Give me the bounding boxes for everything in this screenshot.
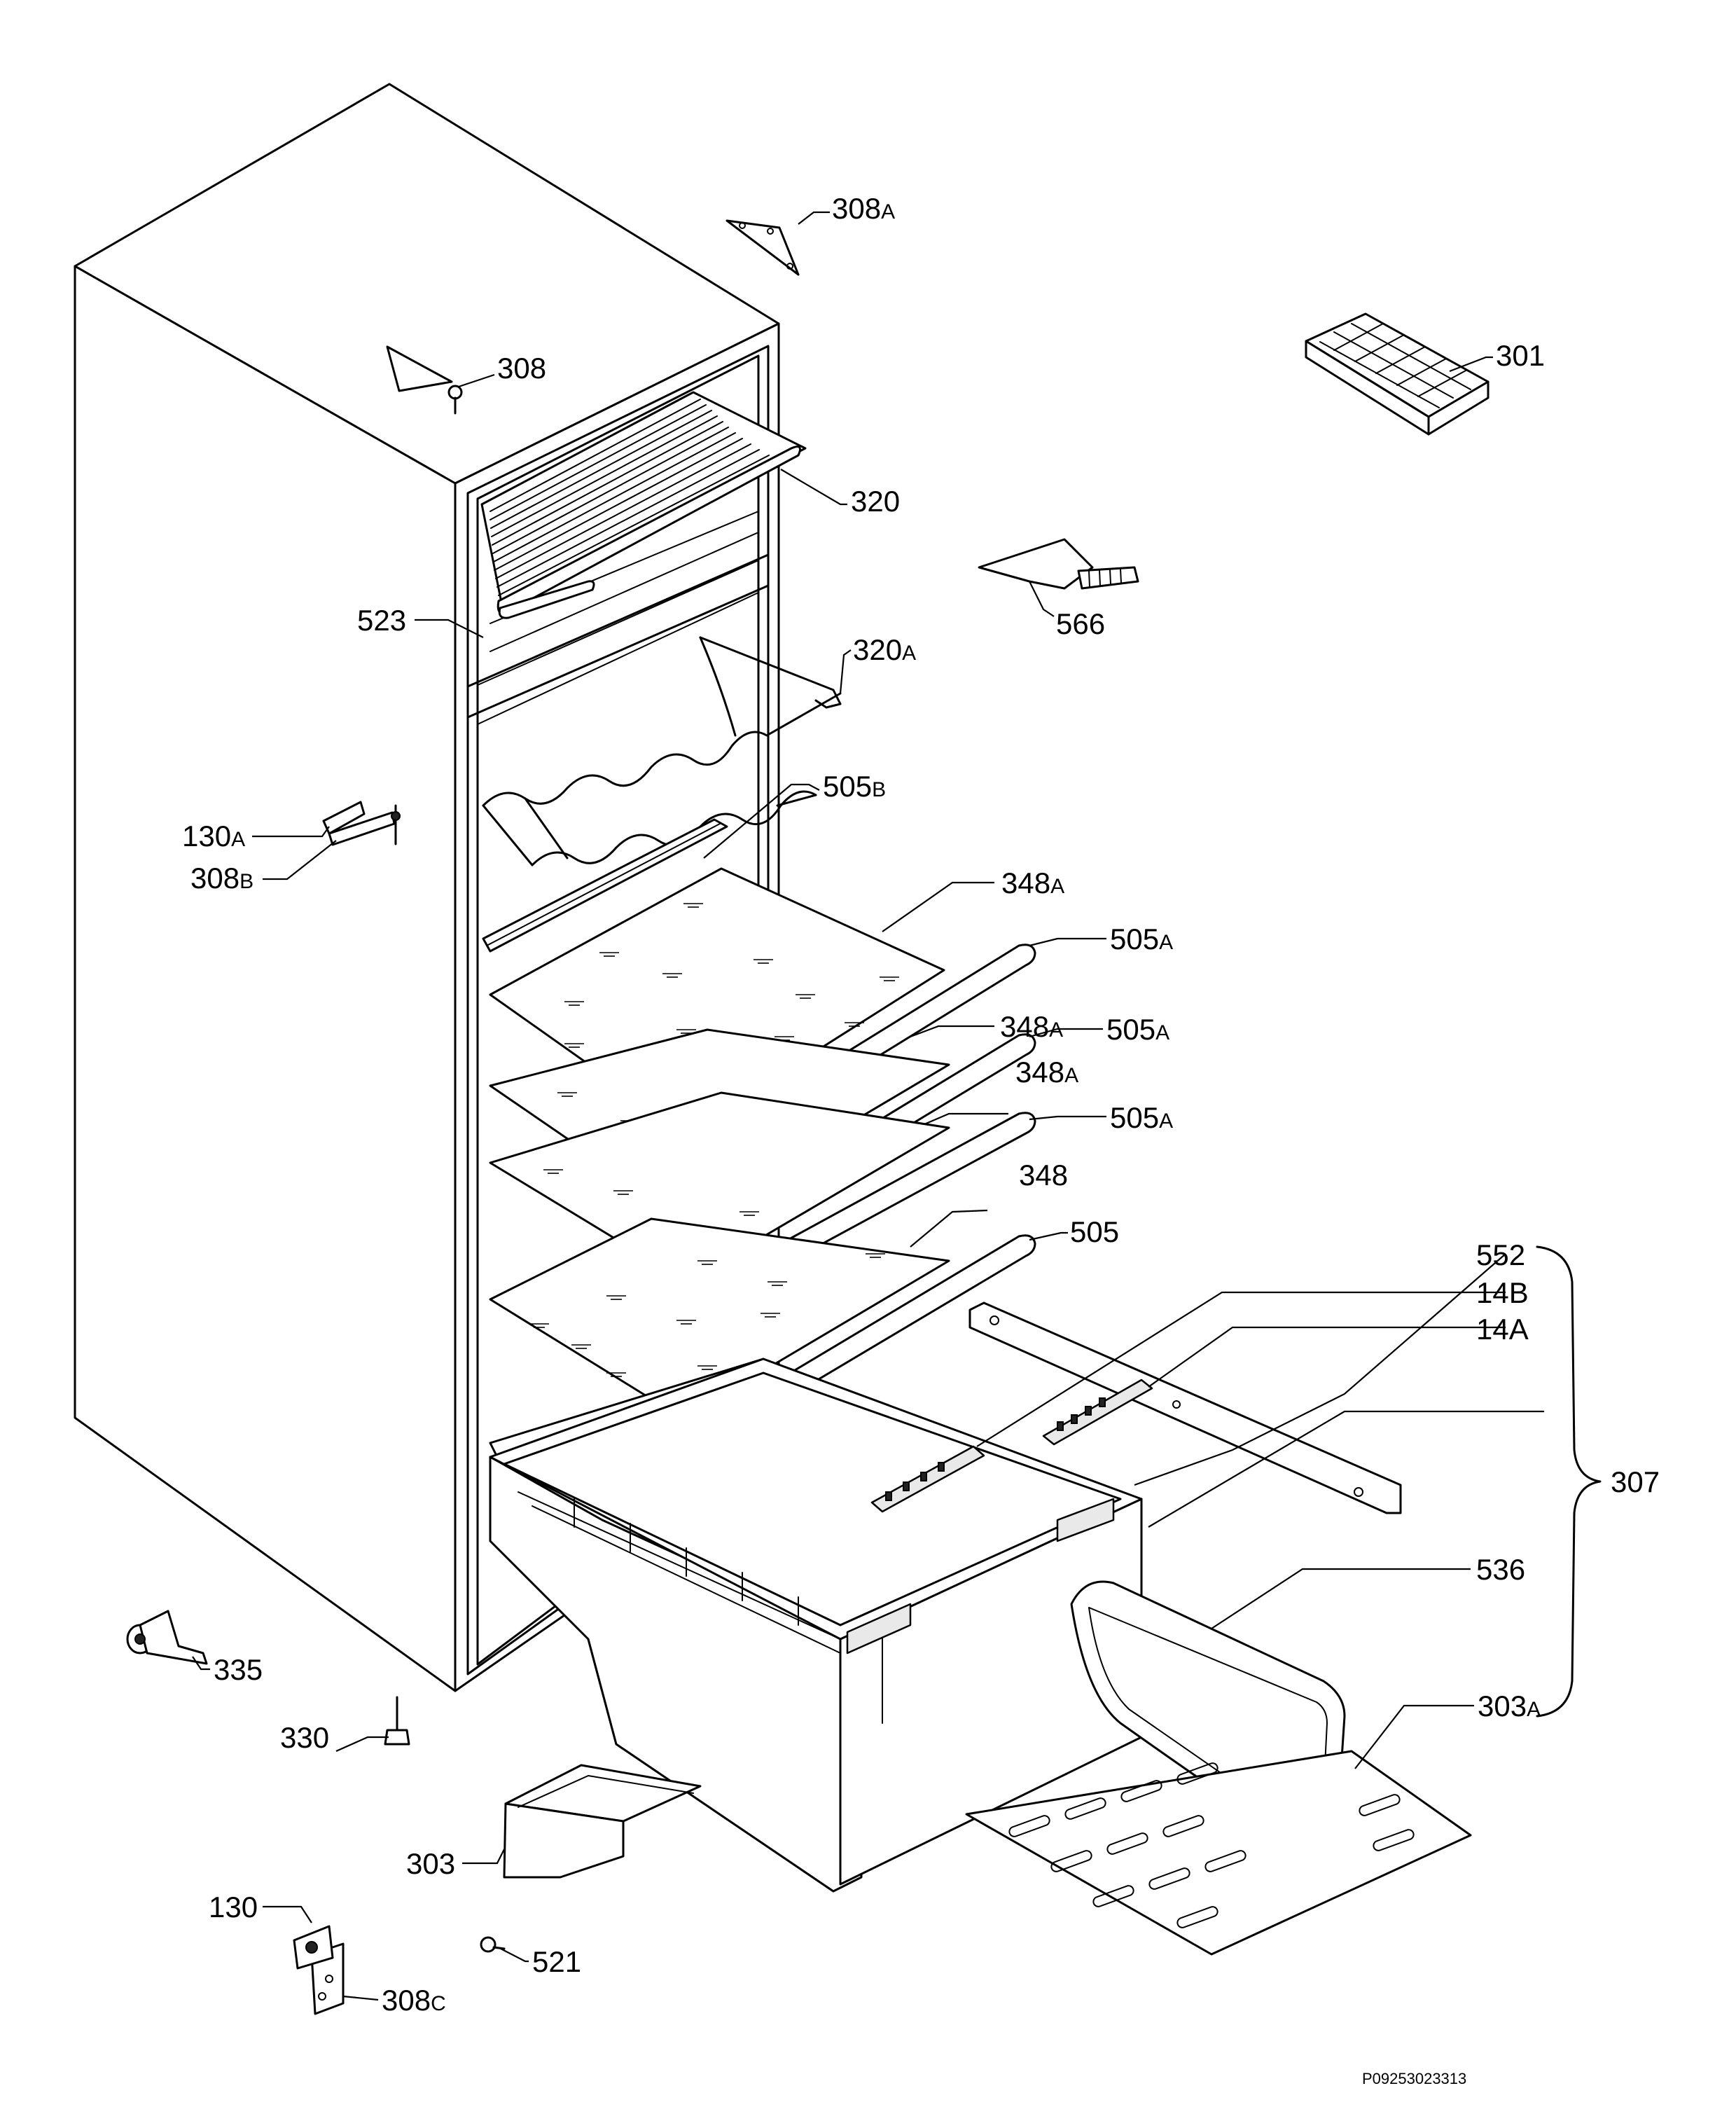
label-320: 320 xyxy=(851,485,900,518)
drawer-bottom-plate-303a xyxy=(965,1750,1472,1956)
label-566: 566 xyxy=(1056,607,1105,640)
hinge-plate-308a xyxy=(725,219,800,276)
drawer-clip-14a xyxy=(870,1445,985,1513)
label-505a-2: 505A xyxy=(1106,1013,1169,1046)
label-307: 307 xyxy=(1611,1465,1660,1498)
label-130: 130 xyxy=(209,1891,258,1923)
ice-scoop-566 xyxy=(978,538,1139,590)
label-348: 348 xyxy=(1019,1159,1068,1191)
label-303a: 303A xyxy=(1478,1690,1541,1722)
leveling-foot-330 xyxy=(384,1696,410,1746)
label-320a: 320A xyxy=(853,633,916,666)
label-301: 301 xyxy=(1496,339,1545,372)
label-348a-2: 348A xyxy=(1000,1010,1063,1043)
label-308: 308 xyxy=(497,352,546,385)
label-552: 552 xyxy=(1476,1238,1525,1271)
foot-bracket-335 xyxy=(126,1610,208,1665)
label-303: 303 xyxy=(406,1847,455,1880)
kickplate-303 xyxy=(503,1764,702,1879)
label-308b: 308B xyxy=(190,862,254,894)
label-505: 505 xyxy=(1070,1215,1119,1248)
label-308c: 308C xyxy=(382,1984,446,2017)
label-130a: 130A xyxy=(182,820,245,852)
label-505a-1: 505A xyxy=(1110,923,1173,955)
label-505a-3: 505A xyxy=(1110,1101,1173,1134)
shelf-support-505b xyxy=(482,818,728,953)
label-536: 536 xyxy=(1476,1553,1525,1586)
label-330: 330 xyxy=(280,1721,329,1754)
label-348a-1: 348A xyxy=(1001,866,1064,899)
label-14a: 14A xyxy=(1476,1313,1529,1346)
freezer-shelf-320 xyxy=(480,391,807,619)
label-348a-3: 348A xyxy=(1015,1056,1078,1089)
label-523: 523 xyxy=(357,604,406,637)
label-335: 335 xyxy=(214,1653,263,1686)
screw-521 xyxy=(480,1936,506,1953)
leader-lines xyxy=(192,211,1544,2001)
hinge-plate-308 xyxy=(386,345,463,415)
glass-shelf-348 xyxy=(489,1217,950,1420)
crisper-drawer xyxy=(489,1358,1143,1893)
hinge-130-308c xyxy=(293,1925,345,2015)
label-14b: 14B xyxy=(1476,1276,1529,1309)
callout-labels: 308A 308 301 320 566 523 320A 505B 130A … xyxy=(182,192,1660,2087)
drawer-clip-14b xyxy=(1042,1379,1153,1446)
drawing-code: P09253023313 xyxy=(1362,2070,1466,2087)
drawer-rail-552 xyxy=(968,1301,1402,1514)
label-308a: 308A xyxy=(832,192,895,225)
group-brace-307 xyxy=(1536,1245,1602,1718)
label-521: 521 xyxy=(532,1945,581,1978)
ice-cube-tray-301 xyxy=(1305,312,1490,436)
label-505b: 505B xyxy=(823,770,886,803)
